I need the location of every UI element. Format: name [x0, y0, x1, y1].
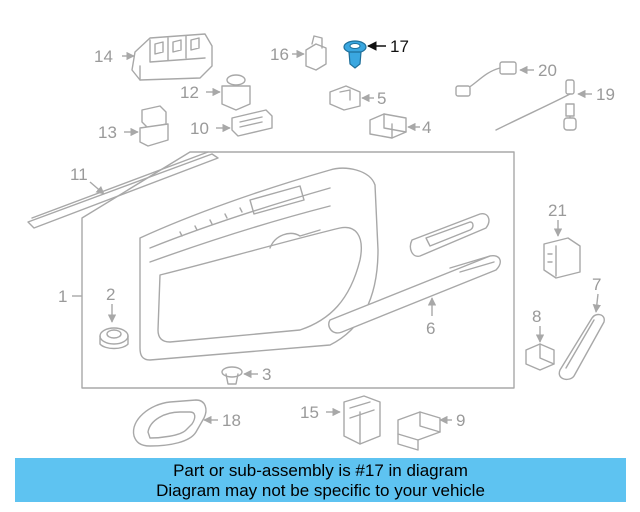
callout-18: 18 [222, 411, 241, 430]
part-20-wire-harness [455, 61, 517, 97]
part-15-switch [343, 395, 381, 445]
callout-10: 10 [190, 119, 209, 138]
part-9-switch [397, 411, 441, 451]
callout-11: 11 [70, 165, 88, 184]
callout-3: 3 [262, 365, 271, 384]
callout-6: 6 [426, 319, 435, 338]
part-14-window-switch-assembly [131, 33, 213, 81]
part-6-trim-strip [328, 255, 501, 334]
part-19-cable [495, 79, 577, 131]
parts-diagram: 14 16 17 20 12 5 19 [27, 33, 615, 451]
callout-16: 16 [270, 45, 289, 64]
part-interior-handle [409, 213, 490, 257]
part-7-pillar-trim [558, 313, 605, 381]
part-21-module [543, 237, 581, 279]
callout-15: 15 [300, 403, 319, 422]
part-4-clip [369, 113, 407, 139]
part-16-clip [305, 35, 327, 71]
part-1-door-trim-panel [81, 151, 515, 389]
part-17-fastener [343, 40, 367, 69]
part-13-switch [139, 105, 169, 147]
callout-12: 12 [180, 83, 199, 102]
part-8-clip [525, 343, 555, 371]
part-info-banner: Part or sub-assembly is #17 in diagram D… [15, 458, 626, 502]
callout-21: 21 [548, 201, 567, 220]
callout-2: 2 [106, 285, 115, 304]
part-3-push-pin [221, 366, 243, 385]
part-18-handle-bezel [132, 399, 207, 447]
banner-line-1: Part or sub-assembly is #17 in diagram [173, 461, 468, 480]
callout-13: 13 [98, 123, 117, 142]
part-5-bracket [329, 85, 361, 111]
part-12-switch [221, 74, 251, 111]
callout-1: 1 [58, 287, 67, 306]
callout-20: 20 [538, 61, 557, 80]
banner-line-2: Diagram may not be specific to your vehi… [156, 481, 485, 500]
part-1-frame [81, 151, 515, 389]
callout-5: 5 [377, 89, 386, 108]
callout-9: 9 [456, 411, 465, 430]
callout-19: 19 [596, 85, 615, 104]
callout-14: 14 [94, 47, 113, 66]
part-17-fastener-shank [348, 51, 362, 69]
part-10-switch-panel [231, 109, 273, 137]
callout-4: 4 [422, 118, 431, 137]
part-2-grommet [99, 327, 129, 350]
callout-17: 17 [390, 37, 409, 56]
callout-8: 8 [532, 307, 541, 326]
callout-7: 7 [592, 275, 601, 294]
